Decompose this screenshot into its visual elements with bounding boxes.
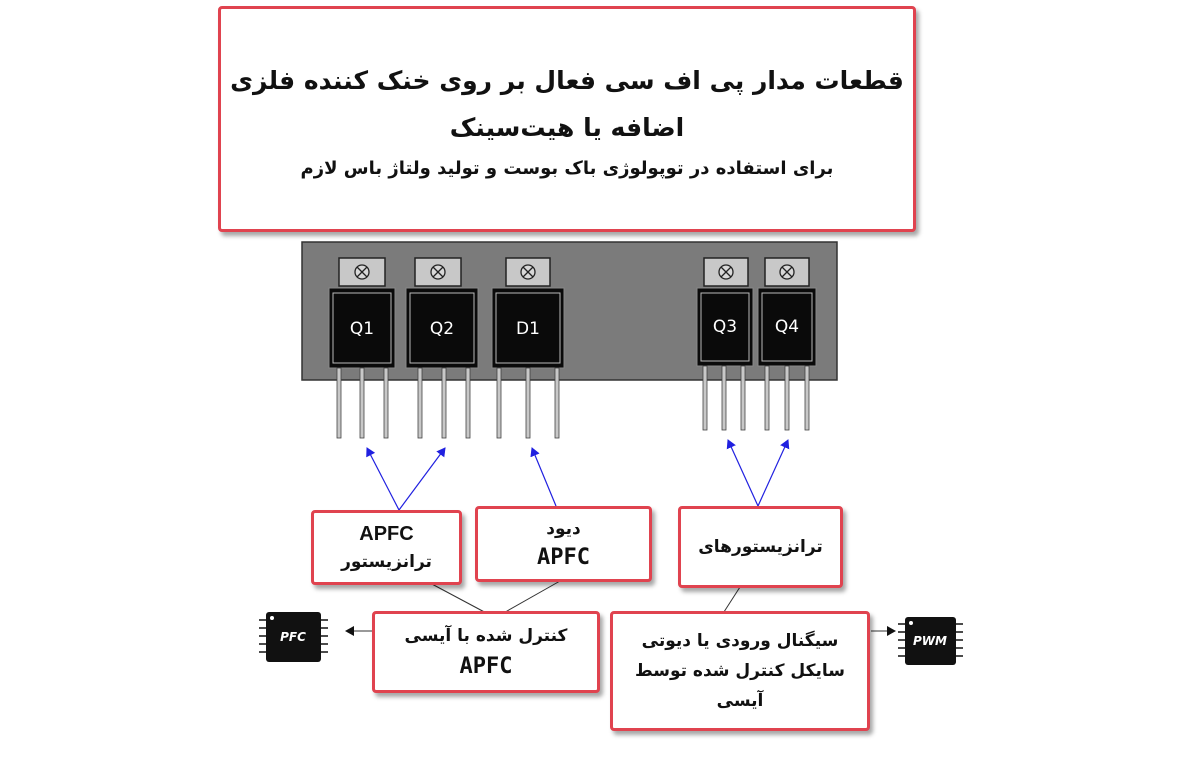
- pwm-control-line-2: سایکل کنترل شده توسط: [635, 661, 845, 681]
- apfc-control-box: کنترل شده با آیسی APFC: [372, 611, 600, 693]
- component-q2: Q2: [405, 257, 479, 439]
- apfc-diode-box: دیود APFC: [475, 506, 652, 582]
- transistors-box: ترانزیستورهای: [678, 506, 843, 588]
- pfc-chip-label: PFC: [280, 630, 306, 644]
- pwm-control-box: سیگنال ورودی یا دیوتی سایکل کنترل شده تو…: [610, 611, 870, 731]
- q3-label: Q3: [713, 317, 737, 337]
- pointer-arrows: [366, 439, 790, 511]
- q2-label: Q2: [430, 319, 454, 339]
- q4-label: Q4: [775, 317, 799, 337]
- apfc-transistor-box: APFC ترانزیستور: [311, 510, 462, 585]
- apfc-transistor-en: APFC: [359, 523, 414, 545]
- transistors-fa: ترانزیستورهای: [698, 537, 823, 557]
- d1-label: D1: [516, 319, 540, 339]
- pwm-control-line-3: آیسی: [716, 691, 764, 711]
- pwm-chip-icon: PWM: [898, 617, 963, 665]
- title-line-3: برای استفاده در توپولوژی باک بوست و تولی…: [300, 157, 834, 179]
- apfc-diode-fa: دیود: [546, 518, 581, 539]
- title-line-1: قطعات مدار پی اف سی فعال بر روی خنک کنند…: [230, 65, 904, 95]
- apfc-diode-en: APFC: [537, 544, 590, 570]
- q1-label: Q1: [350, 319, 374, 339]
- title-line-2: اضافه یا هیت‌سینک: [449, 112, 685, 142]
- component-q1: Q1: [328, 257, 396, 439]
- apfc-control-fa: کنترل شده با آیسی: [404, 625, 568, 646]
- connector-lines: [345, 580, 896, 636]
- component-q3: Q3: [696, 257, 754, 431]
- pwm-control-line-1: سیگنال ورودی یا دیوتی: [641, 631, 839, 651]
- component-q4: Q4: [757, 257, 817, 431]
- pwm-chip-label: PWM: [913, 634, 947, 648]
- pfc-chip-icon: PFC: [259, 612, 328, 662]
- apfc-transistor-fa: ترانزیستور: [341, 552, 432, 572]
- apfc-control-en: APFC: [459, 653, 513, 679]
- title-box: قطعات مدار پی اف سی فعال بر روی خنک کنند…: [218, 6, 916, 232]
- component-d1: D1: [491, 257, 565, 439]
